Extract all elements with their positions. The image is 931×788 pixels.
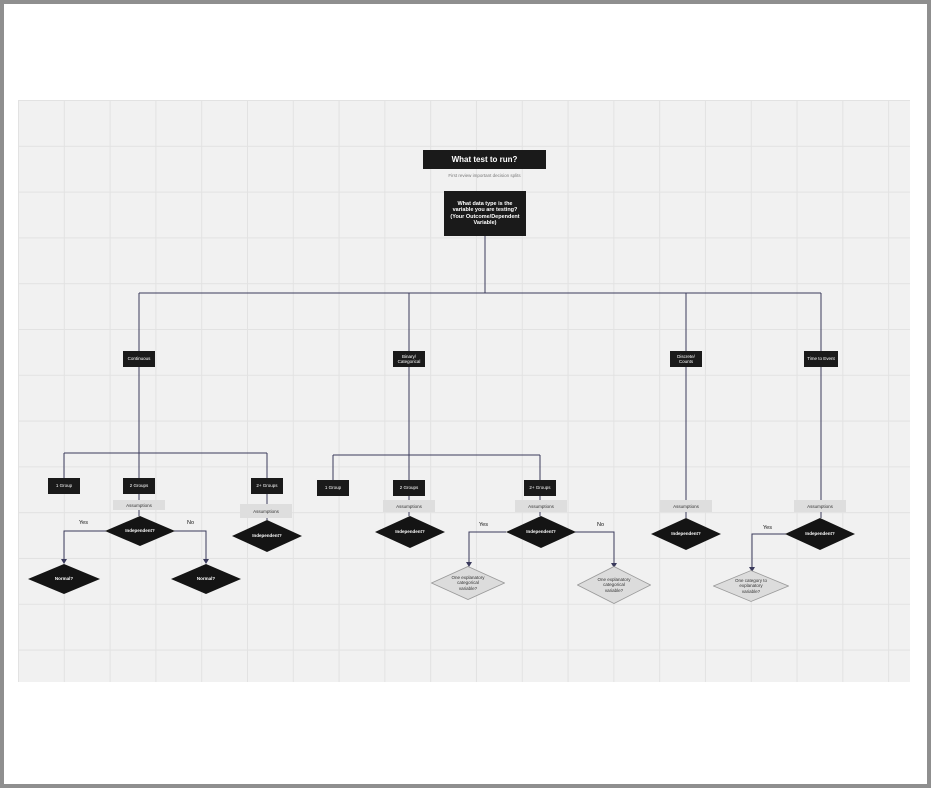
- decision-discrete-independent[interactable]: Independent?: [651, 518, 721, 550]
- edge-label-binary-no: No: [597, 522, 605, 528]
- decision-time-yes-category[interactable]: One category to explanatory variable?: [713, 570, 789, 602]
- assumptions-continuous-two[interactable]: Assumptions: [113, 500, 165, 510]
- arrowhead: [203, 559, 209, 564]
- arrowhead: [61, 559, 67, 564]
- edge-label-binary-yes: Yes: [479, 522, 488, 528]
- connector-b-no: [574, 531, 615, 566]
- connector-c-no: [174, 530, 207, 562]
- decision-continuous-two-independent[interactable]: Independent?: [105, 516, 175, 546]
- decision-continuous-yes-normal[interactable]: Normal?: [28, 564, 100, 594]
- edge-label-time-yes: Yes: [763, 525, 772, 531]
- continuous-more-groups[interactable]: 2+ Groups: [251, 478, 283, 494]
- root-question-node[interactable]: What data type is the variable you are t…: [444, 191, 526, 236]
- decision-binary-yes-explanatory[interactable]: One explanatory categorical variable?: [431, 566, 505, 600]
- assumptions-time[interactable]: Assumptions: [794, 500, 846, 512]
- arrowhead: [749, 567, 755, 572]
- continuous-one-group[interactable]: 1 Group: [48, 478, 80, 494]
- binary-one-group[interactable]: 1 Group: [317, 480, 349, 496]
- diagram-subtitle: First review important decision splits: [448, 173, 521, 178]
- data-type-time[interactable]: Time to Event: [804, 351, 838, 367]
- assumptions-discrete[interactable]: Assumptions: [660, 500, 712, 512]
- decision-binary-no-explanatory[interactable]: One explanatory categorical variable?: [577, 566, 651, 604]
- decision-time-independent[interactable]: Independent?: [785, 518, 855, 550]
- connector-c-yes: [63, 530, 106, 562]
- decision-continuous-no-normal[interactable]: Normal?: [171, 564, 241, 594]
- data-type-binary[interactable]: Binary/ Categorical: [393, 351, 425, 367]
- edge-label-continuous-no: No: [187, 520, 195, 526]
- decision-binary-two-independent[interactable]: Independent?: [375, 516, 445, 548]
- continuous-two-groups[interactable]: 2 Groups: [123, 478, 155, 494]
- connector-lines: [61, 236, 822, 572]
- assumptions-binary-two[interactable]: Assumptions: [383, 500, 435, 512]
- data-type-discrete[interactable]: Discrete/ Counts: [670, 351, 702, 367]
- assumptions-continuous-more[interactable]: Assumptions: [240, 504, 292, 518]
- diagram-title[interactable]: What test to run?: [423, 150, 546, 169]
- whiteboard-canvas[interactable]: What test to run? First review important…: [18, 100, 910, 682]
- binary-more-groups[interactable]: 2+ Groups: [524, 480, 556, 496]
- data-type-continuous[interactable]: Continuous: [123, 351, 155, 367]
- decision-binary-more-independent[interactable]: Independent?: [506, 516, 576, 548]
- arrowhead: [466, 562, 472, 567]
- decision-continuous-more-independent[interactable]: Independent?: [232, 520, 302, 552]
- edge-label-continuous-yes: Yes: [79, 520, 88, 526]
- assumptions-binary-more[interactable]: Assumptions: [515, 500, 567, 512]
- arrowhead: [611, 563, 617, 568]
- connector-b-yes: [468, 531, 506, 565]
- connector-t-yes: [751, 533, 786, 570]
- binary-two-groups[interactable]: 2 Groups: [393, 480, 425, 496]
